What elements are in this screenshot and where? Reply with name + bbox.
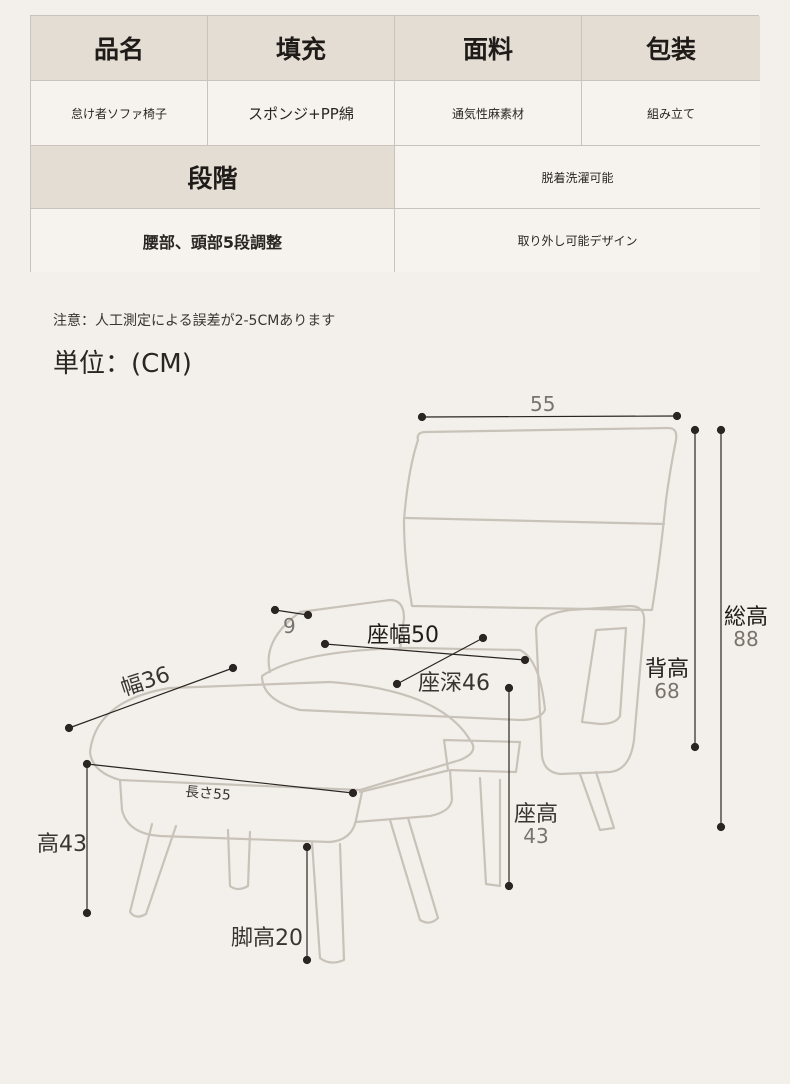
chair-backrest xyxy=(402,426,678,612)
dim-seat-height-value: 43 xyxy=(523,824,549,848)
ottoman-leg-1 xyxy=(128,822,178,918)
chair-armrest-right xyxy=(534,604,646,776)
header-packaging: 包装 xyxy=(582,16,760,81)
chair-base xyxy=(442,738,522,774)
dim-ottoman-height: 高43 xyxy=(37,832,87,857)
chair-leg-front xyxy=(478,776,502,888)
ottoman-leg-3 xyxy=(310,840,346,964)
dim-back-height-label: 背高 xyxy=(645,657,690,682)
dim-back-height-value: 68 xyxy=(654,679,680,703)
ottoman-base xyxy=(118,778,364,844)
header-fabric: 面料 xyxy=(395,16,582,81)
value-fabric: 通気性麻素材 xyxy=(395,81,582,146)
dim-back-height: 背高 68 xyxy=(645,657,690,703)
header-product-name: 品名 xyxy=(31,16,208,81)
dim-total-height-label: 総高 xyxy=(724,605,769,630)
value-filling: スポンジ+PP綿 xyxy=(208,81,395,146)
value-washable: 脱着洗濯可能 xyxy=(395,146,760,209)
value-packaging: 組み立て xyxy=(582,81,760,146)
dim-leg-height: 脚高20 xyxy=(231,926,303,951)
ottoman-base-side xyxy=(354,768,454,824)
dim-armrest-9: 9 xyxy=(283,614,296,638)
spec-table: 品名 填充 面料 包装 怠け者ソファ椅子 スポンジ+PP綿 通気性麻素材 組み立… xyxy=(30,15,760,272)
measurement-note: 注意：人工測定による誤差が2-5CMあります xyxy=(53,313,336,329)
value-removable: 取り外し可能デザイン xyxy=(395,209,760,272)
dim-total-height-value: 88 xyxy=(733,627,759,651)
value-adjustment: 腰部、頭部5段調整 xyxy=(31,209,395,272)
dim-ottoman-length: 長さ55 xyxy=(184,783,232,804)
value-product-name: 怠け者ソファ椅子 xyxy=(31,81,208,146)
dim-seat-height-label: 座高 xyxy=(514,802,559,827)
dim-seat-width: 座幅50 xyxy=(367,623,439,648)
chair-leg-back xyxy=(578,770,616,832)
ottoman-leg-4 xyxy=(388,816,440,924)
dim-seat-height: 座高 43 xyxy=(514,802,559,848)
chair-armrest-left xyxy=(267,598,406,674)
header-stages: 段階 xyxy=(31,146,395,209)
ottoman-leg-2 xyxy=(226,828,252,891)
chair-seat xyxy=(260,646,547,722)
chair-backrest-divider xyxy=(404,516,666,526)
dim-total-height: 総高 88 xyxy=(724,605,769,651)
header-filling: 填充 xyxy=(208,16,395,81)
ottoman-cushion xyxy=(88,680,475,792)
dim-seat-depth: 座深46 xyxy=(418,671,490,696)
unit-label: 単位：(CM) xyxy=(53,349,192,379)
chair-pocket xyxy=(580,626,628,726)
dim-width-55: 55 xyxy=(530,392,556,416)
